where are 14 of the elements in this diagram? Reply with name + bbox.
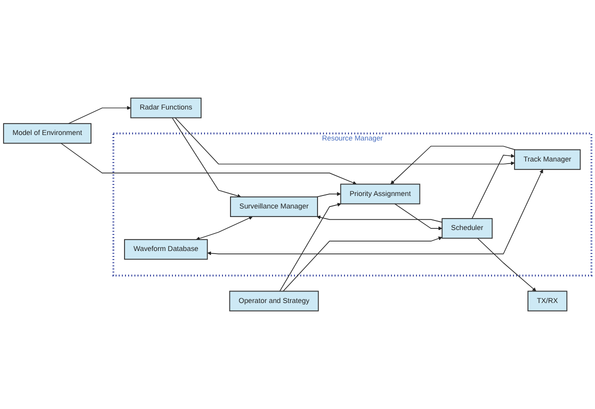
arrow (279, 202, 342, 292)
arrow (174, 117, 515, 166)
arrow (477, 238, 536, 292)
arrow (316, 215, 442, 223)
arrow (68, 106, 131, 124)
arrow (196, 216, 253, 240)
arrow (282, 236, 442, 292)
arrow (172, 117, 242, 198)
arrow (472, 154, 515, 219)
arrow (60, 142, 357, 185)
arrow (316, 192, 341, 198)
arrow (207, 169, 544, 256)
arrow (390, 146, 516, 184)
arrow (394, 203, 442, 230)
